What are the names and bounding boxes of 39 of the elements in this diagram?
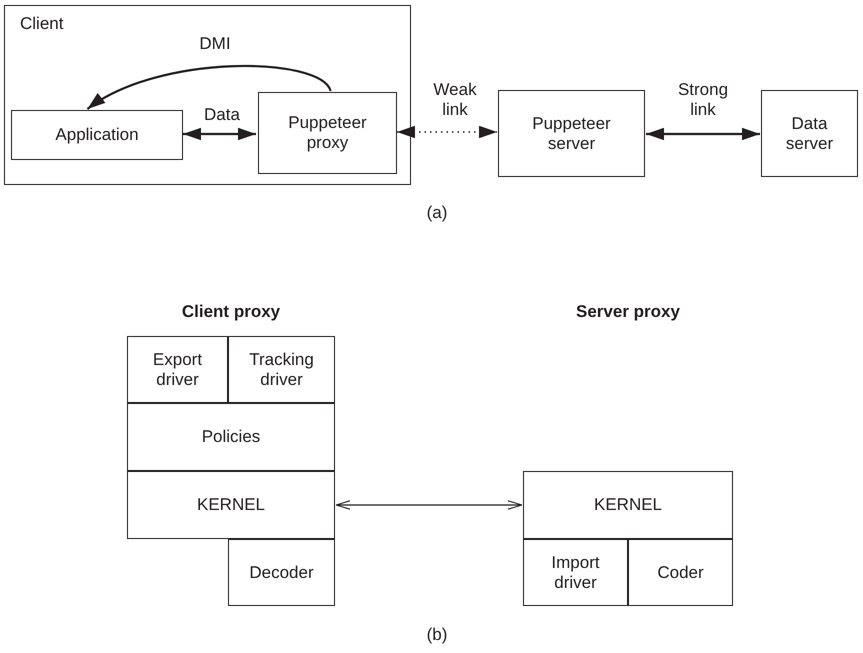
arrow xyxy=(183,128,256,140)
node-label: Puppeteer server xyxy=(531,114,612,154)
node-label: Coder xyxy=(657,562,704,582)
section-heading: Server proxy xyxy=(575,302,681,322)
node-label: Tracking driver xyxy=(248,350,315,390)
node-label: Import driver xyxy=(550,552,601,592)
node-label: KERNEL xyxy=(196,495,266,515)
process-box xyxy=(761,90,858,177)
arrow xyxy=(397,126,497,138)
arrow xyxy=(86,65,332,110)
edge-label: Weak link xyxy=(432,80,478,120)
process-box xyxy=(127,336,228,403)
node-label: Decoder xyxy=(249,562,314,582)
node-label: Data server xyxy=(784,114,834,154)
process-box xyxy=(11,110,183,160)
process-box xyxy=(523,471,733,539)
process-box xyxy=(498,90,645,177)
node-label: Export driver xyxy=(152,350,204,390)
process-box xyxy=(258,92,397,174)
node-label: Policies xyxy=(202,427,260,447)
edge-label: Data xyxy=(203,105,241,125)
arrow xyxy=(335,500,523,510)
process-box xyxy=(523,539,628,606)
node-label: Puppeteer proxy xyxy=(287,113,368,153)
figure-caption: (b) xyxy=(426,625,448,645)
figure-caption: (a) xyxy=(426,203,448,223)
section-heading: Client proxy xyxy=(180,302,282,322)
process-box xyxy=(127,403,335,471)
process-box xyxy=(127,471,335,539)
container-box xyxy=(4,5,411,185)
edge-label: DMI xyxy=(198,34,232,54)
process-box xyxy=(228,539,335,606)
node-label: KERNEL xyxy=(594,495,662,515)
arrow xyxy=(646,128,760,140)
process-box xyxy=(228,336,335,403)
group-title: Client xyxy=(20,14,64,34)
edge-label: Strong link xyxy=(676,80,730,120)
node-label: Application xyxy=(55,125,139,145)
process-box xyxy=(628,539,733,606)
